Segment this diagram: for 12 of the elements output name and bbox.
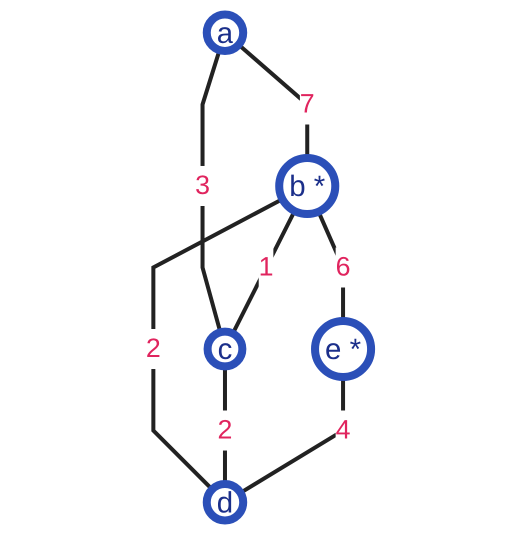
node-circle — [275, 154, 340, 218]
edge-label: 2 — [146, 334, 161, 364]
edge-label: 7 — [300, 90, 315, 120]
edge-label: 2 — [218, 416, 232, 446]
node-circle — [311, 316, 376, 382]
edge-label: 1 — [258, 252, 274, 282]
node-circle — [202, 480, 248, 524]
edge-label: 6 — [336, 252, 350, 282]
edge-label: 3 — [195, 171, 210, 201]
node-circle — [204, 328, 246, 370]
node-circle — [202, 10, 248, 55]
edge-label: 4 — [336, 416, 350, 446]
